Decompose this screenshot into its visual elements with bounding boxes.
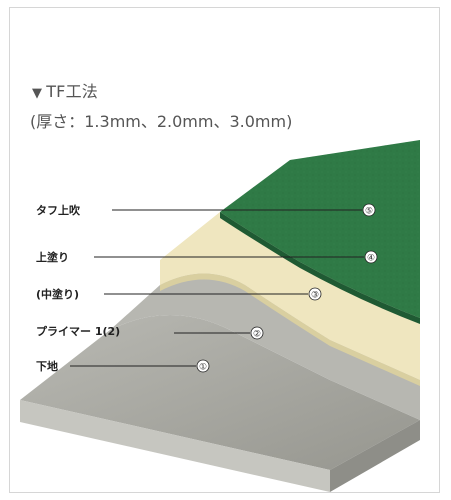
method-name: TF工法 [46, 82, 98, 101]
callout-5: タフ上吹 ⑤ [36, 203, 376, 217]
method-title: ▼TF工法 [32, 78, 98, 102]
substrate-top [20, 315, 420, 470]
layer-label-3: (中塗り) [36, 287, 79, 301]
substrate-side [330, 420, 420, 492]
primer-layer [110, 273, 420, 420]
topcoat-edge [220, 212, 420, 324]
layer-number-4: ④ [367, 254, 375, 264]
cream-layer [160, 212, 420, 380]
triangle-marker-icon: ▼ [32, 86, 43, 101]
substrate-front [20, 400, 330, 492]
cream-edge [160, 260, 420, 386]
layer-number-3: ③ [311, 291, 319, 301]
layer-label-4: 上塗り [36, 250, 69, 264]
callout-3: (中塗り) ③ [36, 287, 322, 301]
layer-number-1: ① [199, 363, 207, 373]
layer-label-1: 下地 [36, 359, 58, 373]
callout-1: 下地 ① [36, 359, 210, 373]
layer-label-2: プライマー 1(2) [36, 324, 120, 338]
callout-2: プライマー 1(2) ② [36, 324, 264, 340]
layer-number-2: ② [253, 330, 261, 340]
callout-4: 上塗り ④ [36, 250, 378, 264]
layer-label-5: タフ上吹 [36, 203, 81, 217]
layer-number-5: ⑤ [365, 207, 373, 217]
thickness-subtitle: (厚さ：1.3mm、2.0mm、3.0mm) [30, 112, 293, 131]
